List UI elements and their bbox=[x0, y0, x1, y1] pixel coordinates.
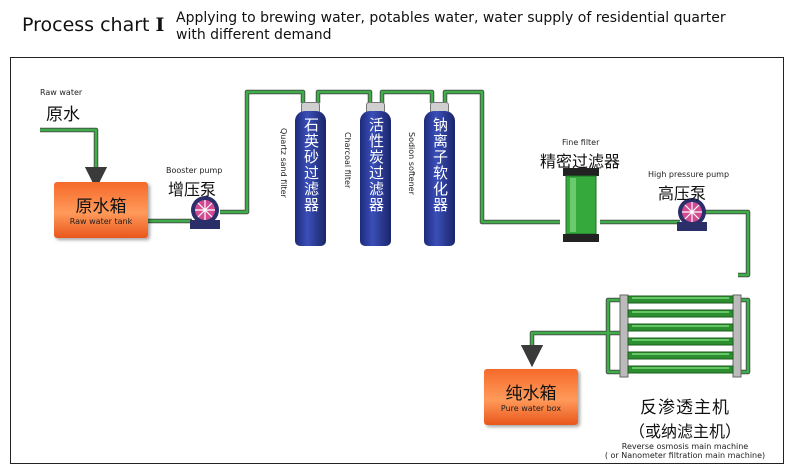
raw-water-tank: 原水箱 Raw water tank bbox=[54, 182, 148, 238]
raw-tank-en-label: Raw water tank bbox=[69, 217, 133, 226]
pipe-booster-sand bbox=[220, 89, 306, 215]
subtitle-line-2: with different demand bbox=[176, 27, 332, 43]
pipe-raw-in bbox=[40, 127, 99, 178]
subtitle-line-1: Applying to brewing water, potables wate… bbox=[176, 10, 726, 26]
pipe-highpump-ro bbox=[705, 209, 751, 278]
sand-filter-cn-label: 石英砂过滤器 bbox=[302, 117, 320, 213]
pure-box-cn-label: 纯水箱 bbox=[505, 384, 557, 404]
ro-cn-alt-label: （或纳滤主机） bbox=[628, 422, 741, 441]
pipe-charcoal-softener bbox=[379, 89, 435, 103]
charcoal-filter-en-label: Charcoal filter bbox=[343, 132, 352, 189]
ro-label-block: 反渗透主机 （或纳滤主机） Reverse osmosis main machi… bbox=[590, 393, 780, 460]
high-pressure-pump-icon bbox=[677, 198, 707, 231]
sand-filter-en-label: Quartz sand filter bbox=[279, 128, 288, 198]
ro-membrane-rack-icon bbox=[619, 294, 742, 378]
high-pressure-pump-en-label: High pressure pump bbox=[648, 170, 730, 179]
ro-en-alt-label: ( or Nanometer filtration main machine) bbox=[604, 451, 766, 460]
ro-en-label: Reverse osmosis main machine bbox=[621, 442, 749, 451]
pure-box-en-label: Pure water box bbox=[500, 404, 562, 413]
high-pressure-pump-cn-label: 高压泵 bbox=[658, 184, 707, 203]
raw-water-en-label: Raw water bbox=[40, 88, 83, 97]
fine-filter-en-label: Fine filter bbox=[562, 138, 600, 147]
booster-pump-cn-label: 增压泵 bbox=[168, 180, 217, 199]
diagram-frame bbox=[10, 57, 784, 464]
title-roman-numeral: I bbox=[155, 14, 165, 36]
page-subtitle: Applying to brewing water, potables wate… bbox=[176, 10, 776, 44]
fine-filter-cn-label: 精密过滤器 bbox=[540, 152, 621, 171]
sodion-softener: 钠离子软化器 bbox=[424, 111, 455, 246]
quartz-sand-filter: 石英砂过滤器 bbox=[295, 111, 326, 246]
charcoal-filter: 活性炭过滤器 bbox=[360, 111, 391, 246]
pipe-sand-charcoal bbox=[315, 89, 373, 103]
booster-pump-icon bbox=[190, 196, 220, 229]
booster-pump-en-label: Booster pump bbox=[166, 166, 223, 175]
raw-water-cn-label: 原水 bbox=[46, 105, 80, 125]
softener-cn-label: 钠离子软化器 bbox=[431, 117, 449, 213]
softener-en-label: Sodion softener bbox=[407, 132, 416, 195]
raw-tank-cn-label: 原水箱 bbox=[75, 197, 127, 217]
fine-filter-icon bbox=[563, 168, 599, 242]
ro-cn-label: 反渗透主机 bbox=[640, 398, 730, 418]
charcoal-filter-cn-label: 活性炭过滤器 bbox=[367, 117, 385, 213]
pure-water-box: 纯水箱 Pure water box bbox=[484, 369, 578, 425]
